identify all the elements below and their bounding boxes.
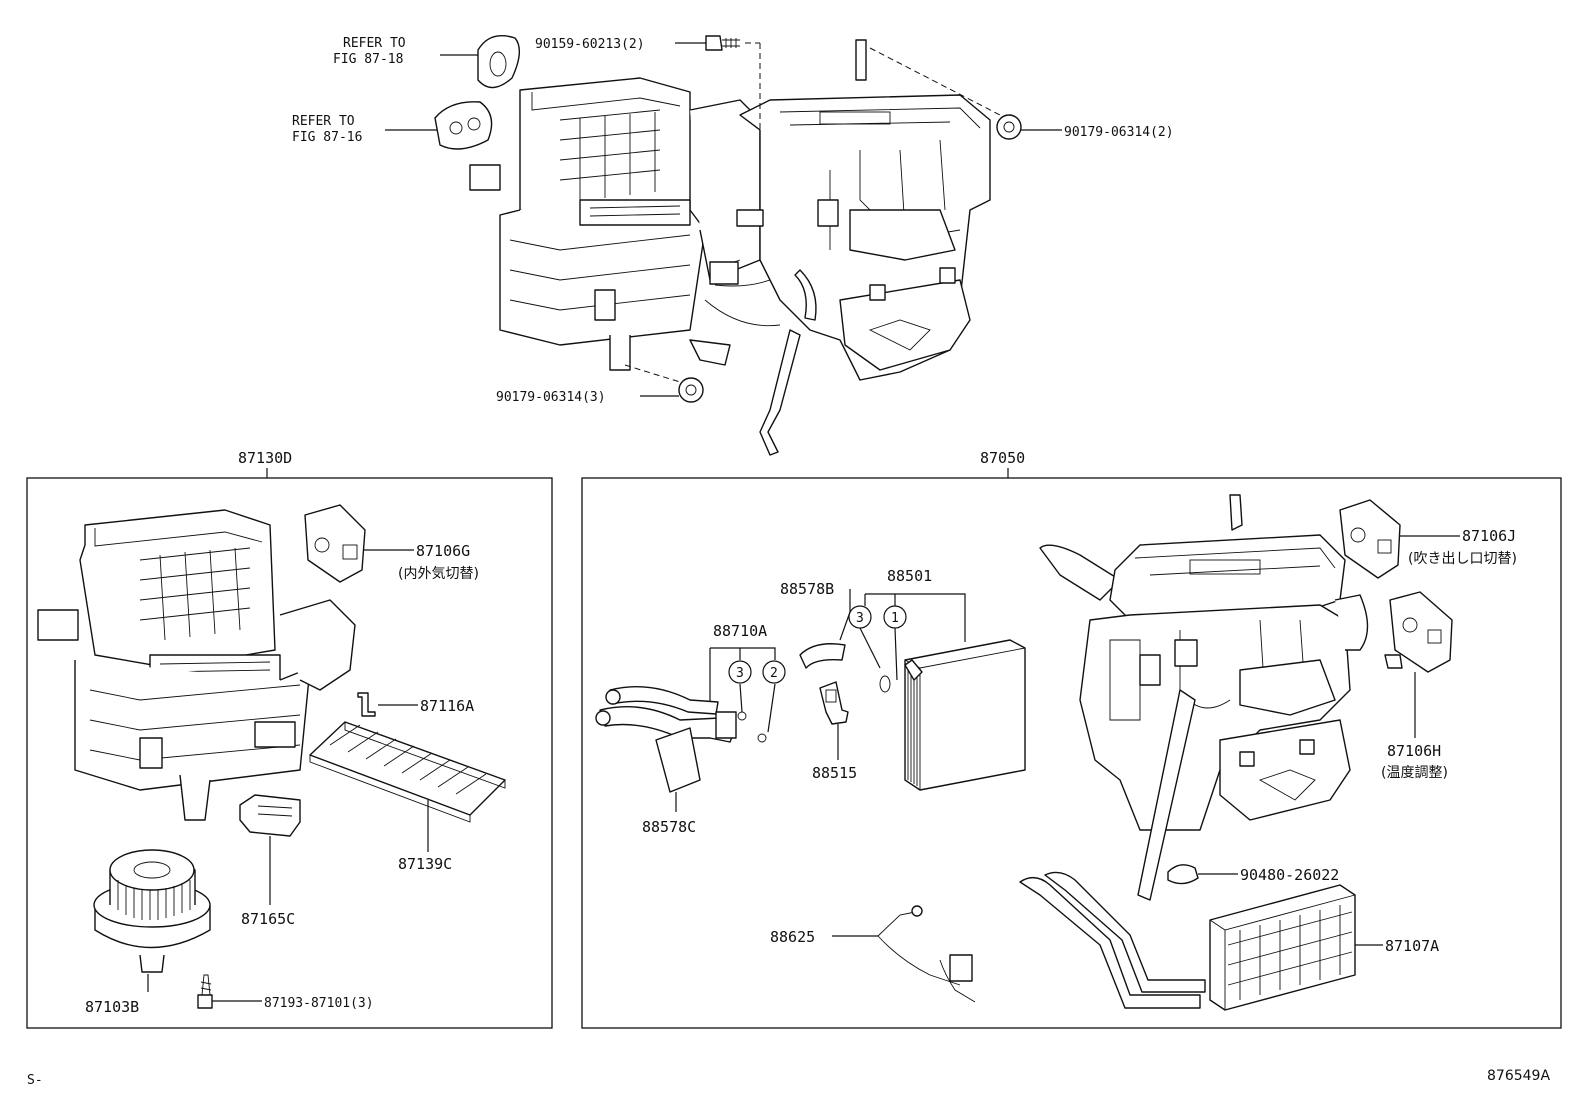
- grommet-fig-87-18: [477, 35, 520, 89]
- servo-87106j-label: 87106J: [1462, 527, 1516, 545]
- bolt-90159-60213: [705, 35, 723, 51]
- servo-motor-87106h: [1389, 591, 1453, 673]
- tube-88710a-label: 88710A: [713, 622, 767, 640]
- nut-90179-06314-bottom: [678, 377, 704, 403]
- left-panel-87130d: 87130D 87106G (内外気切替) 87116A 87139C: [26, 449, 553, 1029]
- grommet-90480-26022-label: 90480-26022: [1240, 866, 1339, 884]
- right-panel-87050: 87050 87106J (吹き出し口切替: [581, 449, 1562, 1029]
- callout-circle-3a-text: 3: [736, 666, 744, 681]
- blower-resistor-87165c: [239, 794, 301, 837]
- screw-87193-87101: [197, 994, 213, 1009]
- refer-fig-87-18-line1: REFER TO: [343, 36, 406, 51]
- assembly-87130d-title: 87130D: [238, 449, 292, 467]
- nut-90179-06314-right: [996, 114, 1022, 140]
- air-filter-87139c: [309, 721, 506, 816]
- servo-motor-87106j: [1339, 499, 1401, 579]
- blower-87103b-label: 87103B: [85, 998, 139, 1016]
- assembly-87050-title: 87050: [980, 449, 1025, 467]
- pad-88578b-label: 88578B: [780, 580, 834, 598]
- servo-87106g-note: (内外気切替): [398, 566, 479, 582]
- callout-circle-3b-text: 3: [856, 611, 864, 626]
- grommet-90480-26022: [1167, 864, 1199, 885]
- servo-87106j-note: (吹き出し口切替): [1408, 551, 1517, 567]
- grommet-fig-87-16: [434, 101, 493, 150]
- callout-circle-3b: [848, 605, 872, 629]
- callout-circle-2-text: 2: [770, 666, 778, 681]
- nut-90179-06314-bottom-label: 90179-06314(3): [496, 390, 606, 405]
- pad-88578c-label: 88578C: [642, 818, 696, 836]
- nut-90179-06314-right-label: 90179-06314(2): [1064, 125, 1174, 140]
- blower-unit-87130d: [79, 509, 276, 669]
- callout-circle-1: [883, 605, 907, 629]
- servo-87106g-label: 87106G: [416, 542, 470, 560]
- resistor-87165c-label: 87165C: [241, 910, 295, 928]
- refer-fig-87-16-line2: FIG 87-16: [292, 130, 362, 145]
- evaporator-88501: [904, 639, 1026, 791]
- refer-fig-87-18-line2: FIG 87-18: [333, 52, 403, 67]
- thermistor-88625-label: 88625: [770, 928, 815, 946]
- clip-87116a: [357, 692, 376, 717]
- bolt-90159-60213-label: 90159-60213(2): [535, 37, 645, 52]
- evaporator-88501-label: 88501: [887, 567, 932, 585]
- heater-core-87107a-label: 87107A: [1385, 937, 1439, 955]
- servo-motor-87106g: [304, 504, 366, 583]
- filter-87139c-label: 87139C: [398, 855, 452, 873]
- tube-88710a: [595, 686, 737, 743]
- left-panel-frame: [26, 477, 553, 1029]
- pad-88578c: [655, 727, 701, 793]
- blower-motor-87103b: [93, 849, 211, 973]
- callout-circle-3a: [728, 660, 752, 684]
- right-panel-frame: [581, 477, 1562, 1029]
- heater-unit-87050: [1039, 494, 1369, 901]
- callout-circle-1-text: 1: [891, 611, 899, 626]
- heater-core-87107a: [1019, 871, 1356, 1011]
- valve-88515-label: 88515: [812, 764, 857, 782]
- pad-88578b: [799, 643, 846, 669]
- refer-fig-87-16-line1: REFER TO: [292, 114, 355, 129]
- expansion-valve-88515: [819, 681, 849, 725]
- figure-id: 876549A: [1487, 1068, 1550, 1084]
- servo-87106h-label: 87106H: [1387, 742, 1441, 760]
- thermistor-88625: [877, 905, 976, 1003]
- top-assembly-drawing: [469, 39, 991, 456]
- top-callouts: REFER TO FIG 87-18 REFER TO FIG 87-16 90…: [292, 35, 1174, 405]
- servo-87106h-note: (温度調整): [1381, 765, 1448, 781]
- footer-left-mark: S-: [27, 1073, 43, 1088]
- screw-87193-87101-label: 87193-87101(3): [264, 996, 374, 1011]
- clip-87116a-label: 87116A: [420, 697, 474, 715]
- callout-circle-2: [762, 660, 786, 684]
